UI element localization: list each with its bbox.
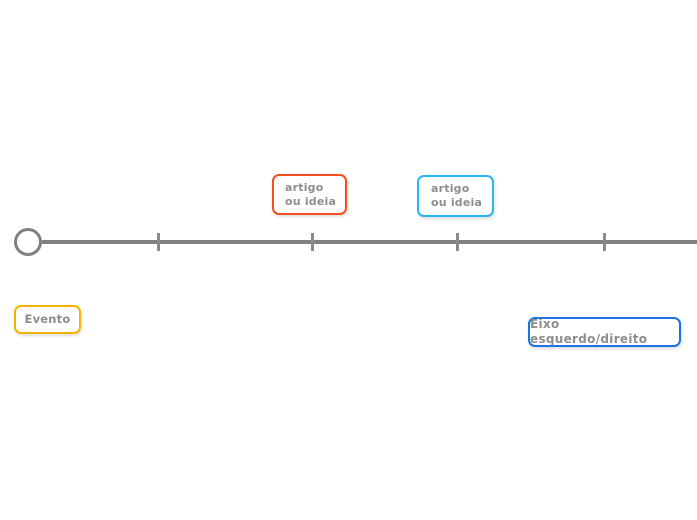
node-artigo-ou-ideia-right[interactable]: artigo ou ideia bbox=[417, 175, 494, 217]
timeline-start-circle-marker[interactable] bbox=[14, 228, 42, 256]
node-eixo-esquerdo-direito[interactable]: Eixo esquerdo/direito bbox=[528, 317, 681, 347]
timeline-axis-line bbox=[42, 240, 697, 244]
timeline-tick-2 bbox=[311, 233, 314, 251]
node-artigo-ou-ideia-left[interactable]: artigo ou ideia bbox=[272, 174, 347, 215]
timeline-tick-4 bbox=[603, 233, 606, 251]
timeline-tick-3 bbox=[456, 233, 459, 251]
timeline-tick-1 bbox=[157, 233, 160, 251]
node-evento[interactable]: Evento bbox=[14, 305, 81, 334]
